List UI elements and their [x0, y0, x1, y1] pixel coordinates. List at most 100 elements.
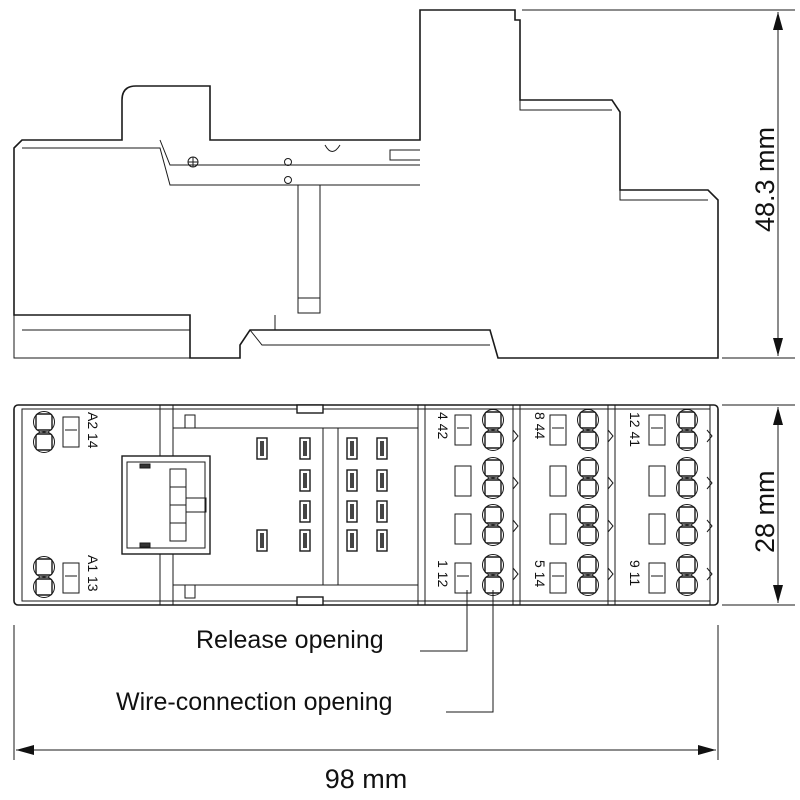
- socket-pin-contact: [380, 473, 384, 488]
- wire-opening-icon: [482, 429, 504, 451]
- socket-pin-contact: [380, 504, 384, 519]
- wire-opening-insert: [579, 479, 597, 497]
- wire-opening-icon: [577, 554, 599, 576]
- wire-opening-insert: [579, 459, 597, 477]
- release-opening-icon: [454, 414, 472, 446]
- terminal-label: 1 12: [435, 560, 451, 587]
- wire-opening-insert: [678, 479, 696, 497]
- wire-opening-icon: [577, 524, 599, 546]
- latch-tooth: [512, 476, 519, 490]
- side-plate: [159, 139, 420, 166]
- terminal-label: A2 14: [85, 412, 101, 449]
- wire-opening-insert: [484, 411, 502, 429]
- terminal-label: A1 13: [85, 555, 101, 592]
- side-steps: [519, 100, 708, 201]
- latch-tooth: [607, 429, 614, 443]
- wire-opening-icon: [676, 477, 698, 499]
- side-rail-groove: [22, 315, 490, 346]
- side-latch: [297, 184, 321, 314]
- terminal-label: 8 44: [532, 412, 548, 439]
- terminal-label: 5 14: [532, 560, 548, 587]
- latch-tooth: [512, 519, 519, 533]
- release-opening-icon: [549, 414, 567, 446]
- wire-opening-icon: [482, 457, 504, 479]
- dimension-line: [13, 625, 719, 760]
- wire-opening-icon: [482, 477, 504, 499]
- wire-opening-insert: [579, 506, 597, 524]
- wire-opening-insert: [678, 526, 696, 544]
- wire-opening-insert: [35, 433, 53, 451]
- wire-opening-insert: [579, 431, 597, 449]
- dimension-label: 98 mm: [325, 764, 408, 794]
- release-opening-icon: [454, 562, 472, 594]
- release-opening-icon: [648, 513, 666, 545]
- socket-pin-contact: [380, 533, 384, 548]
- side-latch-tip: [297, 297, 321, 314]
- latch-tooth: [607, 567, 614, 581]
- clip: [296, 404, 324, 414]
- side-base-line: [13, 148, 190, 359]
- socket-pin-contact: [303, 533, 307, 548]
- terminal-label: 12 41: [627, 412, 643, 447]
- release-opening-icon: [648, 562, 666, 594]
- bottom-view-outline: [13, 404, 719, 606]
- release-opening-icon: [549, 562, 567, 594]
- latch-tooth: [706, 429, 713, 443]
- terminal-block: [454, 409, 519, 596]
- latch-tooth: [706, 476, 713, 490]
- latch-tooth: [512, 567, 519, 581]
- wire-opening-insert: [678, 411, 696, 429]
- wire-opening-icon: [577, 409, 599, 431]
- wire-opening-insert: [579, 526, 597, 544]
- wire-opening-icon: [482, 524, 504, 546]
- wire-opening-insert: [484, 431, 502, 449]
- release-opening-icon: [648, 414, 666, 446]
- socket-pin-contact: [303, 473, 307, 488]
- wire-opening-insert: [678, 506, 696, 524]
- wire-opening-icon: [577, 477, 599, 499]
- socket-pin-contact: [350, 473, 354, 488]
- wire-opening-icon: [676, 409, 698, 431]
- wire-opening-icon: [676, 457, 698, 479]
- callout-release: Release opening: [196, 590, 468, 654]
- callout-label: Wire-connection opening: [116, 688, 393, 716]
- latch-tooth: [706, 567, 713, 581]
- latch-tooth: [607, 476, 614, 490]
- side-view-outline: [13, 9, 719, 359]
- socket-pin-contact: [303, 504, 307, 519]
- terminal-block: [648, 409, 713, 596]
- wire-opening-insert: [678, 556, 696, 574]
- wire-opening-icon: [577, 504, 599, 526]
- clip: [296, 596, 324, 606]
- latch-tooth: [607, 519, 614, 533]
- leader-line: [446, 590, 494, 713]
- wire-opening-icon: [33, 556, 55, 578]
- dimension-height: 48.3 mm: [522, 9, 795, 359]
- wire-opening-icon: [33, 576, 55, 598]
- socket-pin-contact: [260, 441, 264, 456]
- release-opening-icon: [454, 465, 472, 497]
- socket-pin-contact: [380, 441, 384, 456]
- wire-opening-insert: [35, 413, 53, 431]
- wire-opening-icon: [33, 411, 55, 433]
- terminal-blocks: [454, 409, 713, 596]
- socket-frame: [173, 427, 418, 586]
- coil-terminals: [33, 411, 80, 598]
- wire-opening-icon: [482, 504, 504, 526]
- socket-pin-contact: [260, 533, 264, 548]
- latch-tooth: [706, 519, 713, 533]
- connector: [121, 455, 211, 555]
- dimension-label: 48.3 mm: [750, 127, 780, 232]
- wire-opening-insert: [484, 459, 502, 477]
- side-view: [13, 9, 719, 359]
- release-opening-icon: [454, 513, 472, 545]
- release-opening-icon: [549, 513, 567, 545]
- socket-pin-contact: [303, 441, 307, 456]
- dimension-line: [522, 9, 795, 359]
- dimension-depth: 28 mm: [722, 404, 795, 606]
- callout-label: Release opening: [196, 626, 384, 654]
- side-inner-line: [22, 147, 420, 186]
- wire-opening-icon: [676, 524, 698, 546]
- socket-pin-contact: [350, 441, 354, 456]
- terminal-label: 4 42: [435, 412, 451, 439]
